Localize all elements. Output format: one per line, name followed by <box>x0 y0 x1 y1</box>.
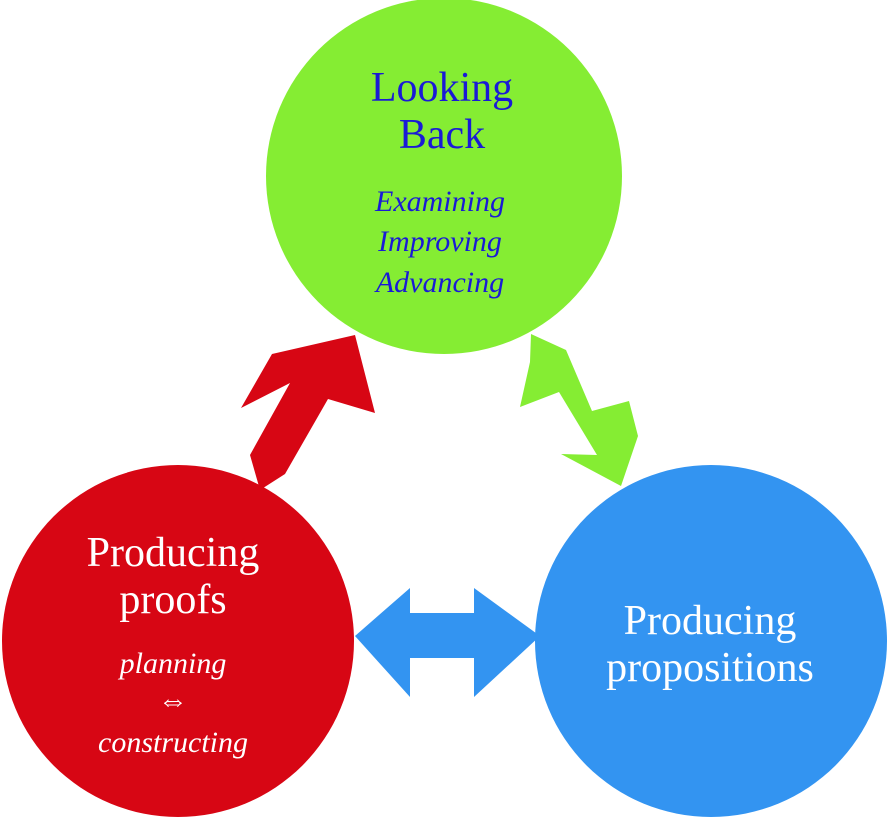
looking-back-item: Examining <box>374 185 505 218</box>
blue-double-arrow <box>355 588 540 697</box>
looking-back-item: Advancing <box>374 266 504 299</box>
looking-back-circle <box>266 0 622 354</box>
producing-proofs-title-line1: Producing <box>87 530 260 576</box>
producing-proofs-title-line2: proofs <box>119 577 226 623</box>
producing-proofs-sub-line1: planning <box>118 647 227 680</box>
producing-proofs-circle <box>2 465 354 817</box>
producing-propositions-title-line1: Producing <box>624 598 797 644</box>
producing-propositions-circle <box>535 465 887 817</box>
looking-back-title-line1: Looking <box>371 65 513 111</box>
producing-propositions-title-line2: propositions <box>606 645 814 691</box>
green-double-arrow <box>520 334 638 486</box>
producing-proofs-sub-line2: ⇔ <box>158 684 188 717</box>
producing-proofs-sub-line3: constructing <box>98 726 248 759</box>
red-double-arrow <box>241 335 375 490</box>
looking-back-title-line2: Back <box>399 112 485 158</box>
looking-back-item: Improving <box>377 225 502 258</box>
